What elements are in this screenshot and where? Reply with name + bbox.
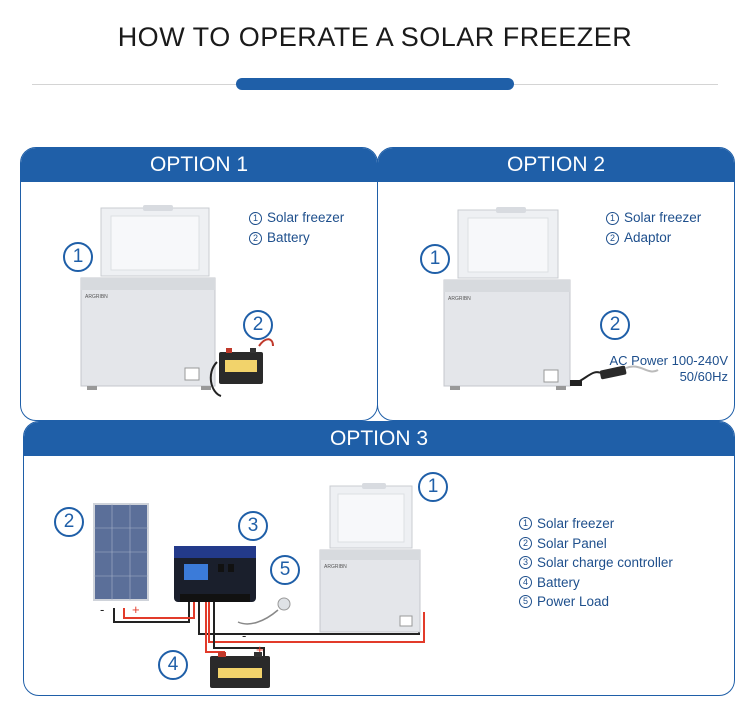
freezer-icon: ARGRIBN xyxy=(81,205,215,390)
option3-badge-1: 1 xyxy=(418,472,448,502)
panel-minus-label: - xyxy=(100,602,104,617)
option1-illustration: ARGRIBN xyxy=(21,148,377,420)
svg-text:ARGRIBN: ARGRIBN xyxy=(324,564,347,570)
load-minus-label: - xyxy=(242,628,246,643)
option2-badge-1: 1 xyxy=(420,244,450,274)
battery-icon xyxy=(211,339,273,396)
battery-icon xyxy=(210,652,270,688)
option1-badge-1: 1 xyxy=(63,242,93,272)
svg-text:ARGRIBN: ARGRIBN xyxy=(85,294,108,300)
solar-panel-icon xyxy=(94,504,148,600)
option1-badge-2: 2 xyxy=(243,310,273,340)
freezer-icon: ARGRIBN xyxy=(444,207,570,390)
page-title: HOW TO OPERATE A SOLAR FREEZER xyxy=(0,22,750,53)
ac-power-spec: AC Power 100-240V 50/60Hz xyxy=(609,353,728,385)
title-accent-bar xyxy=(236,78,514,90)
option3-badge-5: 5 xyxy=(270,555,300,585)
option3-badge-3: 3 xyxy=(238,511,268,541)
freezer-icon: ARGRIBN xyxy=(320,483,420,632)
charge-controller-icon xyxy=(174,546,256,602)
option3-badge-2: 2 xyxy=(54,507,84,537)
option3-panel: OPTION 3 - + - + xyxy=(23,421,735,696)
svg-text:ARGRIBN: ARGRIBN xyxy=(448,296,471,302)
option2-badge-2: 2 xyxy=(600,310,630,340)
option3-badge-4: 4 xyxy=(158,650,188,680)
panel-plus-label: + xyxy=(132,602,140,617)
